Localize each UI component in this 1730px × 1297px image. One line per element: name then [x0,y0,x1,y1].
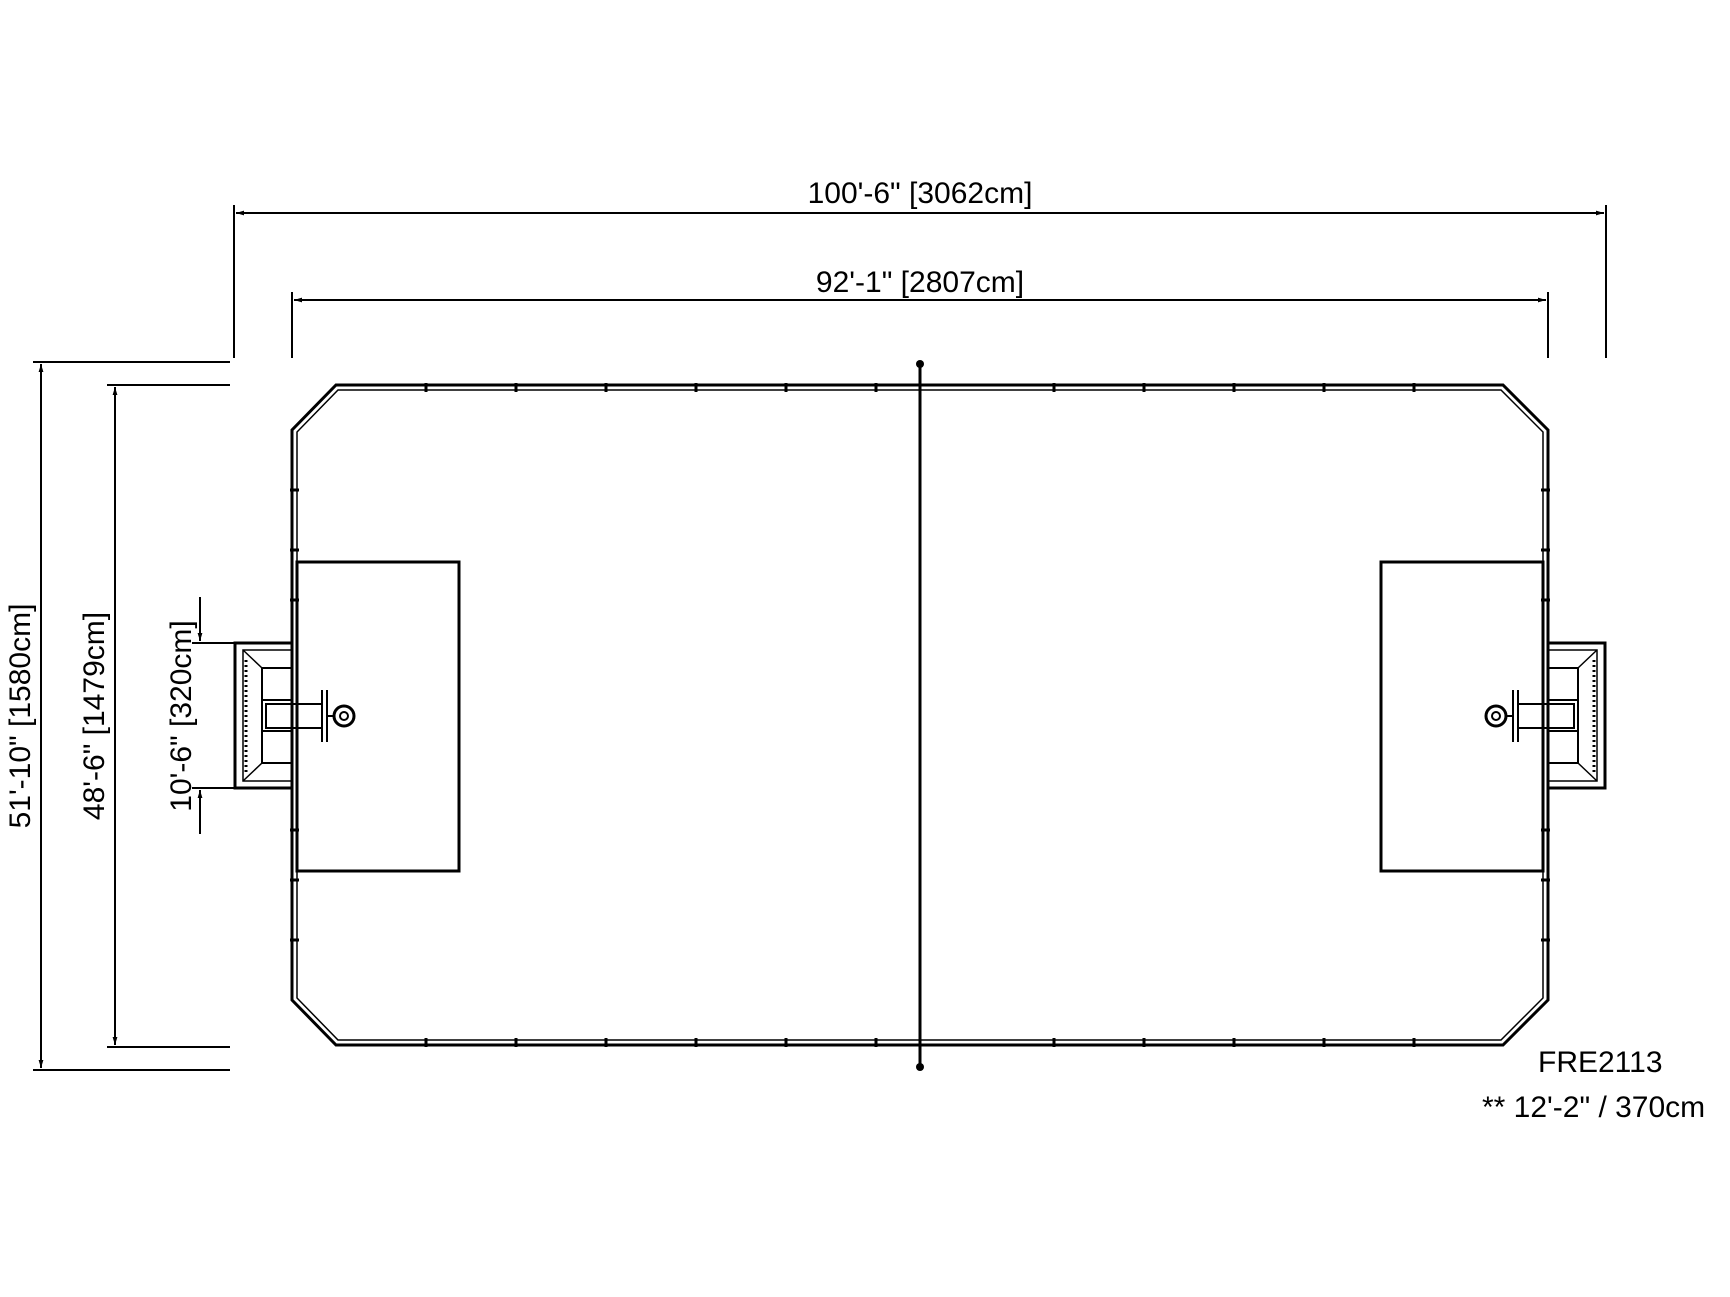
board-panel-joints [290,383,1550,1047]
field-length-label: 92'-1" [2807cm] [816,266,1024,299]
model-code: FRE2113 [1538,1046,1663,1079]
right-goal [1546,641,1607,790]
dimension-field-width [107,384,230,1048]
left-penalty-area [295,560,461,873]
right-penalty-area [1379,560,1545,873]
left-goal-target-icon [265,690,356,742]
overall-length-label: 100'-6" [3062cm] [808,177,1033,210]
center-line [916,360,924,1071]
height-note: ** 12'-2" / 370cm [1482,1091,1705,1124]
overall-width-label: 51'-10" [1580cm] [4,604,37,829]
dimension-field-length [291,292,1549,358]
goal-width-label: 10'-6" [320cm] [165,620,198,811]
dimension-goal-width [192,597,248,834]
left-goal [233,641,294,790]
dimension-overall-length [233,205,1607,358]
dimension-overall-width [33,361,230,1071]
right-goal-target-icon [1484,690,1575,742]
field-width-label: 48'-6" [1479cm] [78,612,111,820]
